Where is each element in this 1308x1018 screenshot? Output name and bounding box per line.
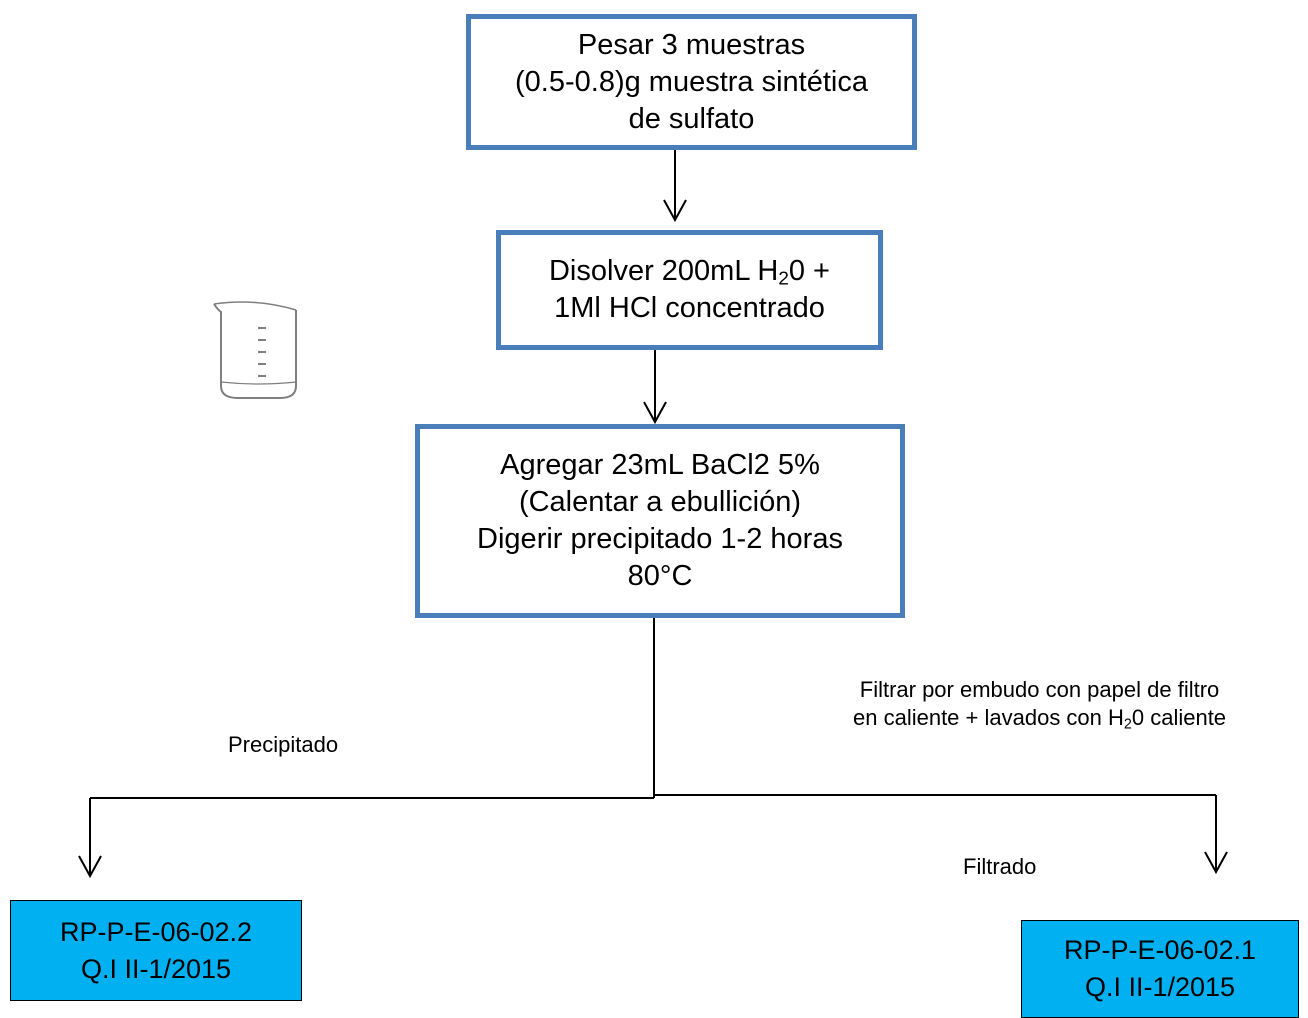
arrowhead-step3 (643, 401, 667, 425)
step-weigh-line-2: (0.5-0.8)g muestra sintética (515, 65, 868, 98)
step-dissolve: Disolver 200mL H20 + 1Ml HCl concentrado (496, 230, 883, 350)
arrowhead-right (1204, 851, 1228, 875)
output-filtrate-code: RP-P-E-06-02.1 (1063, 935, 1257, 965)
output-precipitate-code: RP-P-E-06-02.2 (59, 916, 253, 947)
arrowhead-left (78, 855, 102, 879)
step-weigh-samples: Pesar 3 muestras (0.5-0.8)g muestra sint… (466, 14, 917, 150)
output-precipitate-ref: Q.I II-1/2015 (80, 953, 232, 984)
step-add-bacl2: Agregar 23mL BaCl2 5% (Calentar a ebulli… (415, 424, 905, 618)
beaker-icon (213, 301, 297, 399)
step-add-line-2: (Calentar a ebullición) (518, 486, 802, 518)
step-add-line-4: 80°C (627, 560, 693, 592)
filter-note-line-2: en caliente + lavados con H20 caliente (853, 705, 1227, 733)
branch-label-precipitate: Precipitado (228, 732, 339, 757)
step-weigh-line-3: de sulfato (628, 102, 755, 135)
step-add-line-3: Digerir precipitado 1-2 horas (477, 523, 843, 555)
step-add-line-1: Agregar 23mL BaCl2 5% (500, 449, 820, 481)
filter-note-line-1: Filtrar por embudo con papel de filtro (859, 677, 1220, 702)
step-dissolve-line-1: Disolver 200mL H20 + (548, 255, 830, 289)
output-filtrate: RP-P-E-06-02.1 Q.I II-1/2015 (1021, 920, 1299, 1018)
output-filtrate-ref: Q.I II-1/2015 (1084, 972, 1236, 1002)
arrowhead-step2 (663, 199, 687, 223)
filter-note: Filtrar por embudo con papel de filtro e… (853, 676, 1226, 732)
output-precipitate: RP-P-E-06-02.2 Q.I II-1/2015 (10, 900, 302, 1001)
step-dissolve-line-2: 1Ml HCl concentrado (554, 292, 825, 324)
branch-label-filtrate: Filtrado (963, 854, 1037, 879)
step-weigh-line-1: Pesar 3 muestras (577, 28, 806, 61)
